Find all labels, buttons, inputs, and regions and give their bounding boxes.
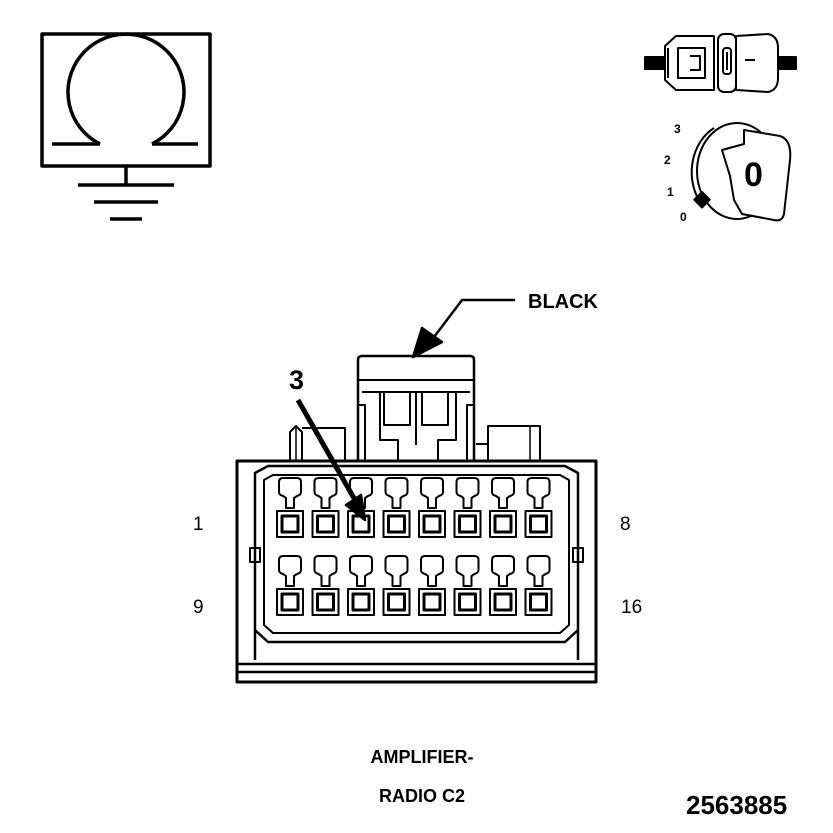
ohmmeter-ground-icon bbox=[40, 32, 212, 221]
key-position-0: 0 bbox=[680, 210, 687, 224]
connector-name-line2: RADIO C2 bbox=[378, 786, 465, 806]
cavity-4 bbox=[382, 477, 411, 538]
cavity-1 bbox=[276, 477, 304, 538]
pin-label-1: 1 bbox=[193, 514, 204, 535]
key-position-3: 3 bbox=[674, 122, 681, 136]
ignition-key-icon bbox=[690, 122, 792, 222]
cavity-8 bbox=[524, 477, 553, 538]
cavity-6 bbox=[453, 477, 482, 538]
pin-label-9: 9 bbox=[193, 597, 204, 618]
cavity-16 bbox=[524, 555, 553, 616]
cavity-2 bbox=[311, 477, 340, 538]
cavity-callout-label: 3 bbox=[289, 365, 305, 395]
wire-color-leader bbox=[411, 298, 515, 359]
connector-cavities bbox=[276, 477, 553, 616]
connector-housing bbox=[235, 354, 598, 684]
connector-disconnect-icon bbox=[644, 33, 797, 93]
pin-label-16: 16 bbox=[621, 597, 643, 618]
wire-color-label: BLACK bbox=[528, 291, 598, 313]
key-current-position: 0 bbox=[744, 156, 763, 194]
key-position-1: 1 bbox=[667, 185, 674, 199]
cavity-15 bbox=[489, 555, 517, 616]
cavity-9 bbox=[276, 555, 304, 616]
connector-name-line1: AMPLIFIER- bbox=[370, 747, 474, 767]
cavity-13 bbox=[418, 555, 446, 616]
cavity-12 bbox=[382, 555, 411, 616]
key-position-2: 2 bbox=[664, 153, 671, 167]
cavity-14 bbox=[453, 555, 482, 616]
cavity-11 bbox=[347, 555, 375, 616]
pin-label-8: 8 bbox=[620, 514, 631, 535]
cavity-5 bbox=[418, 477, 446, 538]
cavity-7 bbox=[489, 477, 517, 538]
cavity-3 bbox=[347, 477, 375, 538]
cavity-10 bbox=[311, 555, 340, 616]
figure-number: 2563885 bbox=[686, 790, 788, 820]
